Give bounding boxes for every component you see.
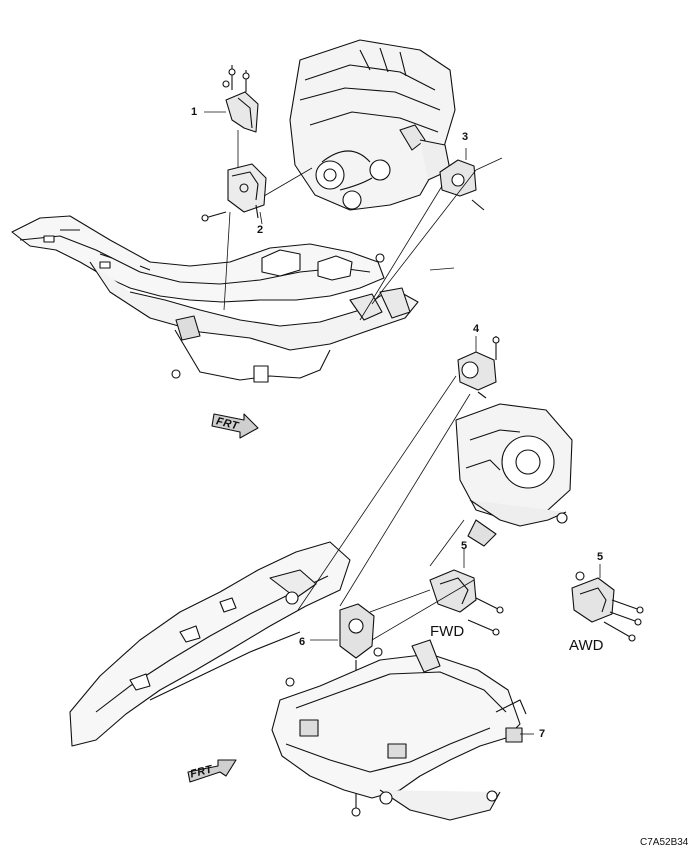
engine-assembly-upper [289,39,456,211]
callout-5-fwd: 5 [461,540,468,552]
variant-label-awd: AWD [569,637,604,654]
callout-6: 6 [299,636,306,648]
callout-4: 4 [473,323,480,335]
rear-mount-awd [571,571,644,642]
callout-1: 1 [191,106,198,118]
transaxle-assembly-lower [455,403,573,547]
transaxle-mount-upper [439,159,485,211]
engine-mount-insulator [201,163,267,222]
callout-7: 7 [539,728,546,740]
engine-mount-bracket [222,65,259,133]
front-direction-arrow-upper [211,413,259,439]
transaxle-mount-lower [457,336,500,399]
body-frame-rail [69,541,351,747]
lower-reference-lines [297,336,601,735]
upper-reference-lines [204,111,503,321]
variant-label-fwd: FWD [430,623,465,640]
rear-mount-fwd [429,569,504,636]
front-direction-arrow-lower [187,759,237,783]
callout-5-awd: 5 [597,551,604,563]
callout-3: 3 [462,131,469,143]
figure-code: C7A52B34 [640,837,689,848]
front-subframe-upper [11,215,419,383]
front-subframe-lower [271,639,527,821]
callout-2: 2 [257,224,264,236]
